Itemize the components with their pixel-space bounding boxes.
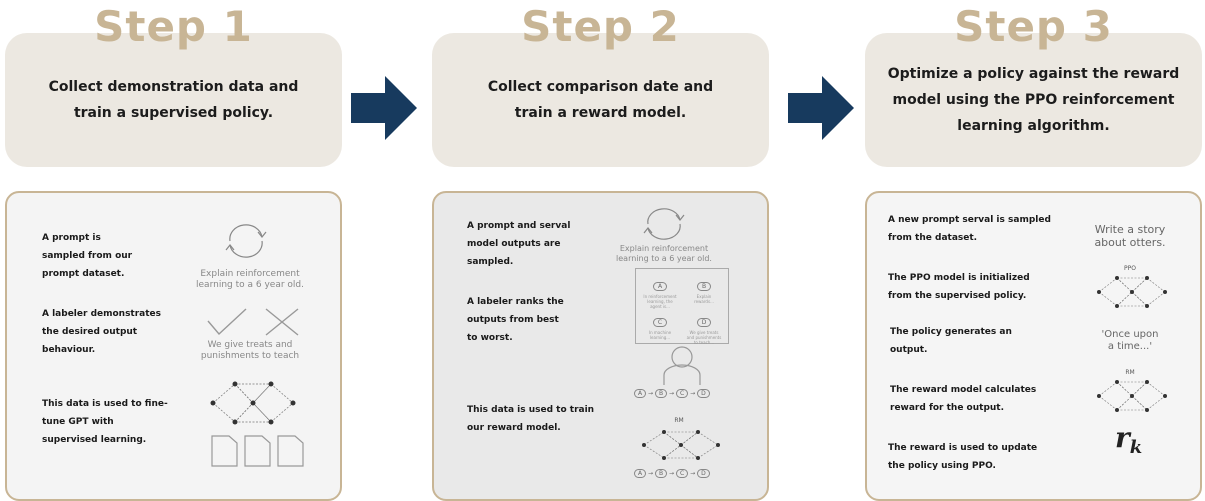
option-text: In machine learning... (648, 330, 672, 340)
option-text: We give treats and punishments to teach.… (686, 330, 722, 345)
option-letter: B (696, 282, 712, 291)
arrow-right-icon (788, 76, 854, 140)
step-1-column: Step 1 Collect demonstration data and tr… (5, 0, 342, 501)
arrow-icon: → (690, 470, 696, 477)
arrow-icon: → (690, 390, 696, 397)
arrow-icon: → (669, 390, 675, 397)
ranking-row: A → B → C → D (634, 389, 734, 398)
ranking-row: A → B → C → D (634, 469, 734, 478)
cross-icon (265, 308, 299, 336)
step-2-prompt-text: Explain reinforcement learning to a 6 ye… (616, 244, 712, 263)
option-letter: C (652, 318, 668, 327)
rm-label: RM (1125, 369, 1135, 376)
reward-symbol: rk (1115, 421, 1142, 458)
arrow-right-icon (351, 76, 417, 140)
rank-item: A (634, 389, 647, 398)
option-text: Explain rewards... (694, 294, 714, 304)
cycle-icon (225, 224, 267, 258)
option-card: C In machine learning... (640, 309, 680, 340)
option-letter: D (696, 318, 712, 327)
step-2-column: Step 2 Collect comparison date and train… (432, 0, 769, 501)
option-letter: A (652, 282, 668, 291)
reward-model-label: RM (674, 417, 684, 424)
option-text: In reinforcement learning, the agent is.… (643, 294, 677, 309)
rank-item: C (675, 389, 689, 398)
step-3-summary: Optimize a policy against the reward mod… (887, 66, 1180, 134)
step-1-note-2: A labeler demonstrates the desired outpu… (42, 309, 162, 355)
rank-item: B (654, 389, 668, 398)
step-2-note-2: A labeler ranks the outputs from best to… (467, 297, 564, 343)
step-1-summary: Collect demonstration data and train a s… (48, 79, 299, 121)
option-card: D We give treats and punishments to teac… (684, 309, 724, 345)
step-3-note-4: The reward model calculates reward for t… (890, 385, 1037, 413)
documents-icon (211, 435, 304, 467)
step-2-detail-panel: A prompt and serval model outputs are sa… (432, 191, 769, 501)
rank-item: D (697, 469, 710, 478)
step-3-title: Step 3 (954, 2, 1113, 51)
option-card: A In reinforcement learning, the agent i… (640, 273, 680, 309)
checkmark-icon (207, 308, 247, 336)
ppo-network-icon (1097, 276, 1167, 308)
neural-network-icon (210, 381, 296, 425)
step-3-note-2: The PPO model is initialized from the su… (888, 273, 1030, 301)
step-3-column: Step 3 Optimize a policy against the rew… (865, 0, 1202, 501)
ppo-label: PPO (1124, 265, 1136, 272)
step-2-note-3: This data is used to train our reward mo… (467, 405, 595, 433)
step-3-summary-card: Optimize a policy against the reward mod… (865, 33, 1202, 167)
rank-item: B (654, 469, 668, 478)
step-3-note-5: The reward is used to update the policy … (888, 443, 1038, 471)
reward-letter: r (1115, 421, 1130, 454)
step-3-note-3: The policy generates an output. (890, 327, 1012, 355)
step-3-output-text: 'Once upon a time...' (1101, 329, 1159, 352)
reward-subscript: k (1129, 437, 1143, 458)
option-card: B Explain rewards... (684, 273, 724, 304)
reward-model-network-icon (1097, 380, 1167, 412)
step-3-detail-panel: A new prompt serval is sampled from the … (865, 191, 1202, 501)
step-3-note-1: A new prompt serval is sampled from the … (888, 215, 1051, 243)
rank-item: C (675, 469, 689, 478)
step-1-demo-text: We give treats and punishments to teach (200, 340, 300, 361)
comparison-options-box: A In reinforcement learning, the agent i… (635, 268, 729, 345)
step-1-note-3: This data is used to fine- tune GPT with… (42, 399, 168, 445)
step-1-title: Step 1 (94, 2, 253, 51)
step-1-note-1: A prompt is sampled from our prompt data… (42, 233, 133, 279)
reward-model-network-icon (642, 430, 720, 460)
step-2-note-1: A prompt and serval model outputs are sa… (467, 221, 571, 267)
rank-item: D (697, 389, 710, 398)
step-2-summary: Collect comparison date and train a rewa… (487, 79, 714, 121)
step-2-title: Step 2 (521, 2, 680, 51)
step-1-prompt-text: Explain reinforcement learning to a 6 ye… (196, 269, 304, 290)
step-1-detail-panel: A prompt is sampled from our prompt data… (5, 191, 342, 501)
arrow-icon: → (669, 470, 675, 477)
labeler-person-icon (663, 346, 701, 385)
cycle-icon (643, 208, 685, 240)
arrow-icon: → (648, 470, 654, 477)
step-2-summary-card: Collect comparison date and train a rewa… (432, 33, 769, 167)
step-1-summary-card: Collect demonstration data and train a s… (5, 33, 342, 167)
arrow-icon: → (648, 390, 654, 397)
step-3-prompt-text: Write a story about otters. (1094, 223, 1166, 249)
rank-item: A (634, 469, 647, 478)
